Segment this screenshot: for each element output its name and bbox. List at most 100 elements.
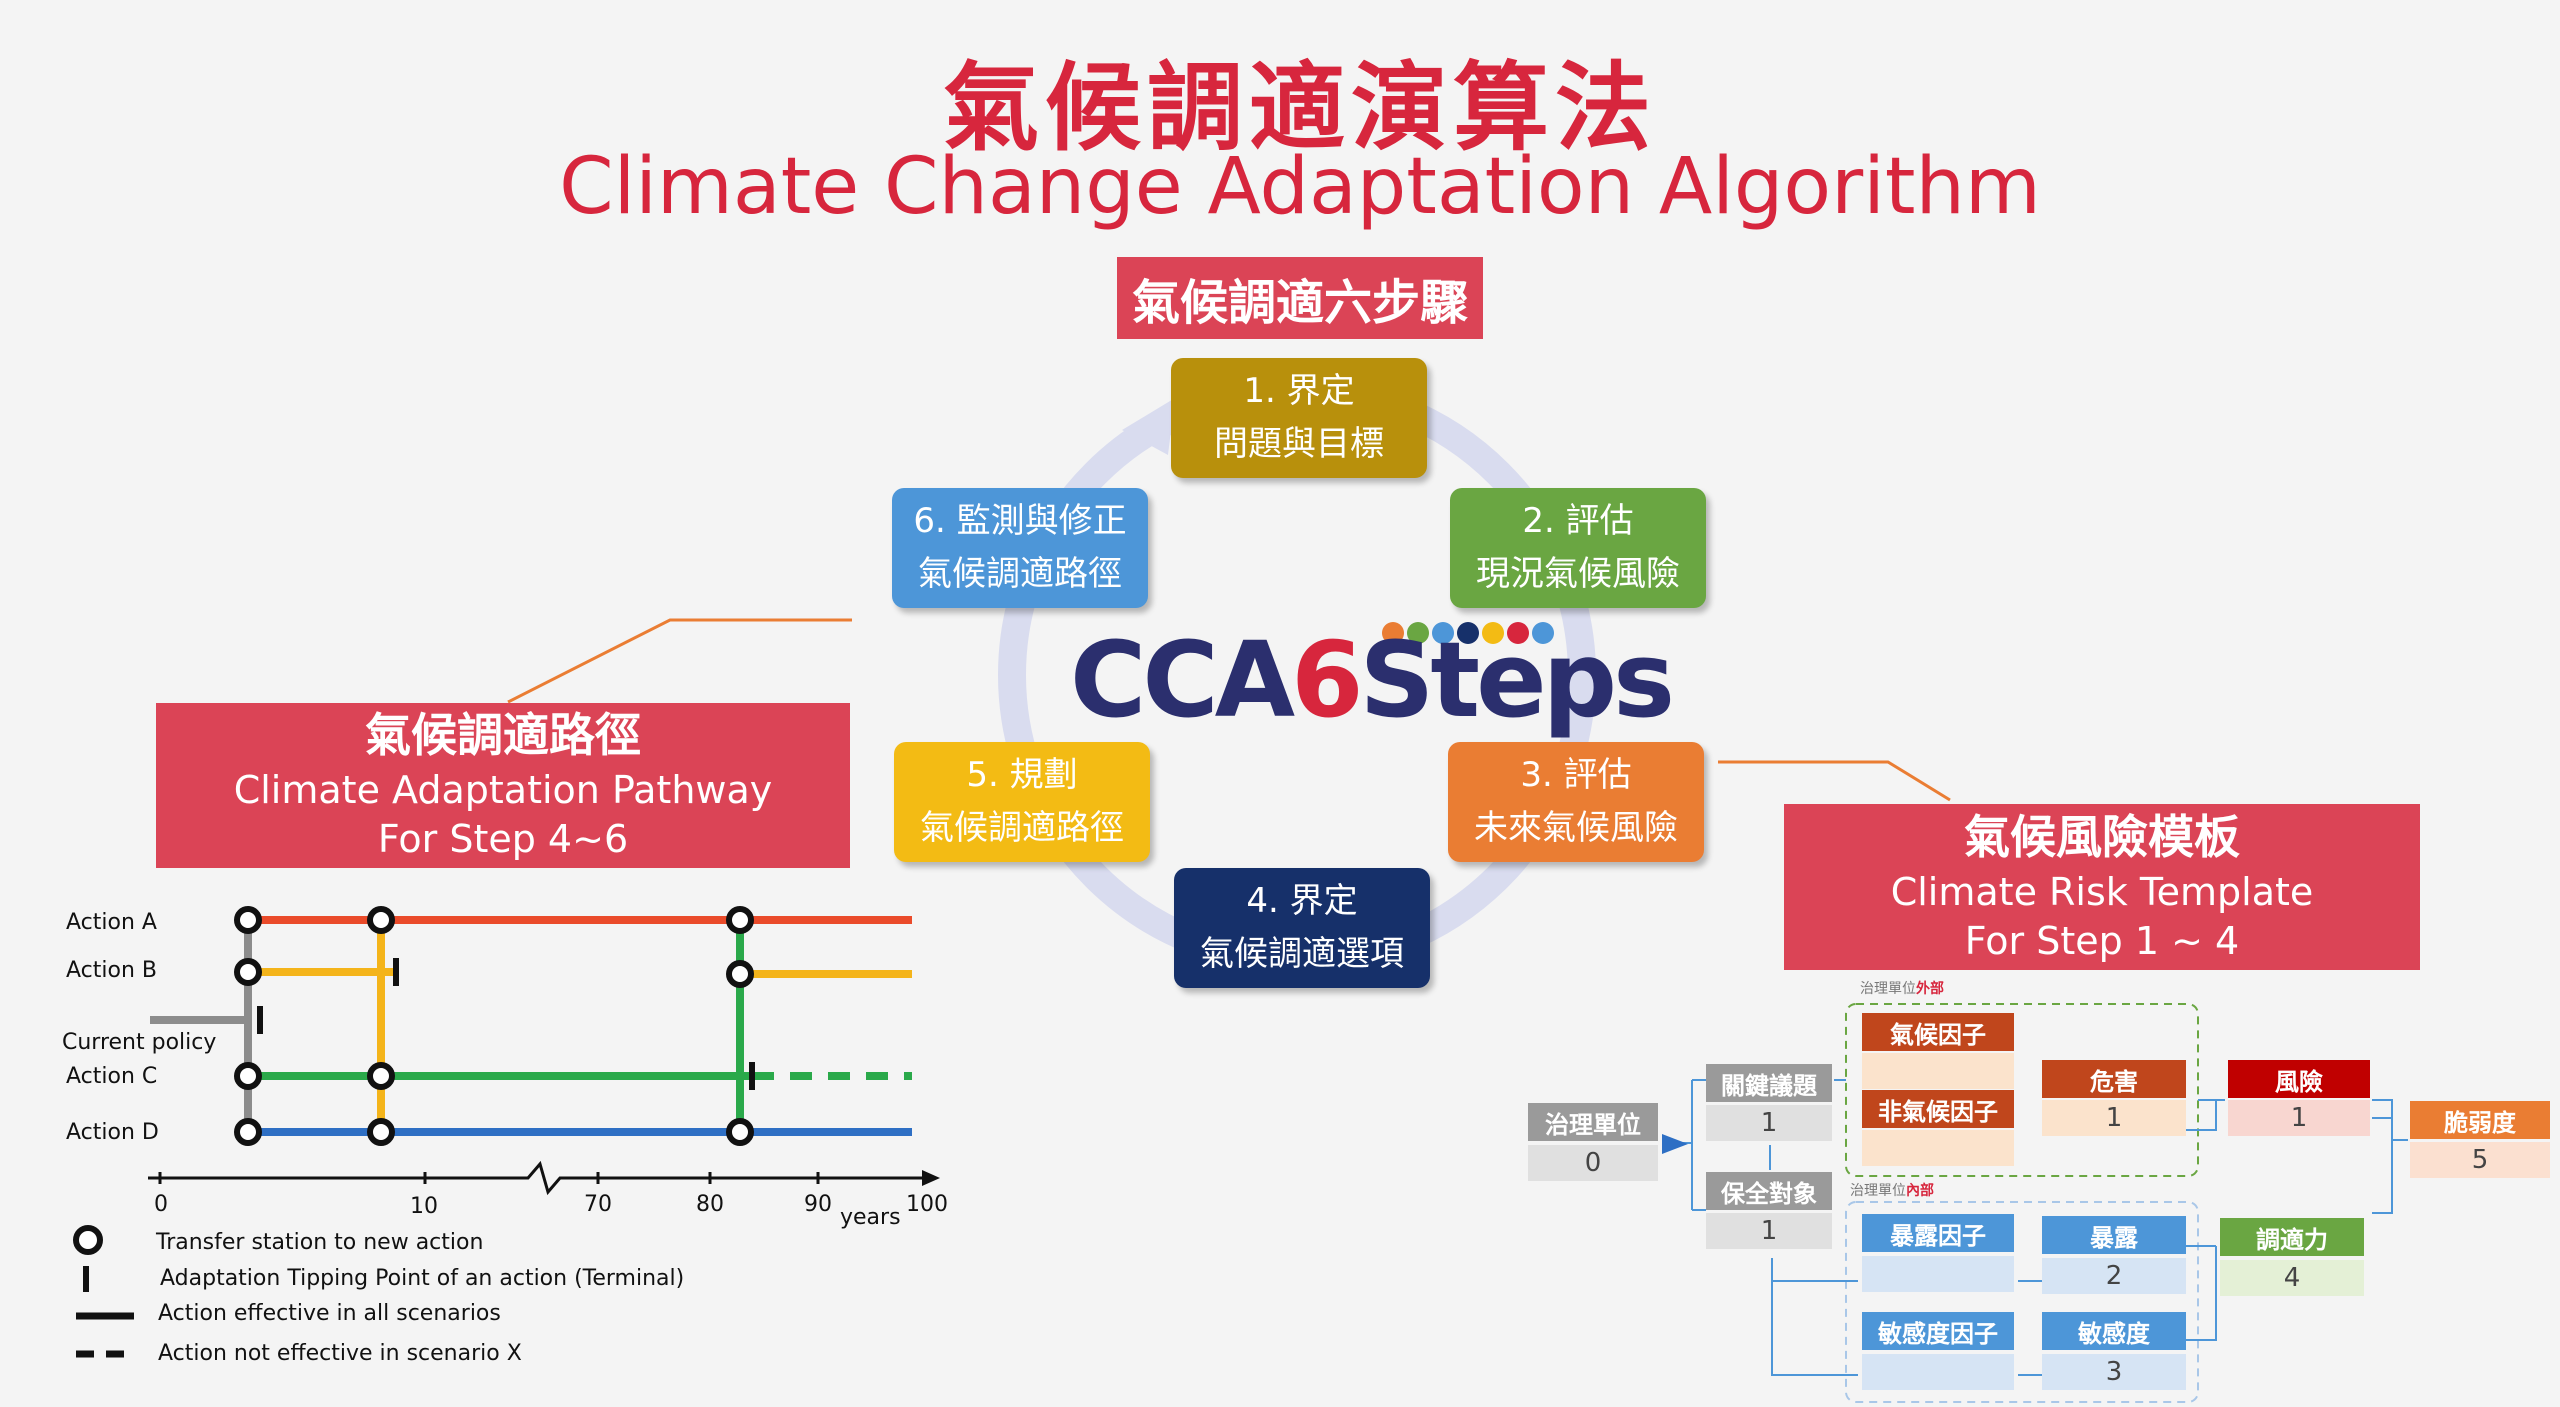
protect-value: 1	[1706, 1213, 1832, 1249]
climate-factor-value	[1862, 1053, 2014, 1089]
hazard-label: 危害	[2042, 1060, 2186, 1098]
step-3-text: 未來氣候風險	[1474, 808, 1678, 848]
risk-title-en: Climate Risk Template	[1890, 869, 2314, 914]
logo-dot	[1482, 622, 1504, 644]
step-2-text: 現況氣候風險	[1476, 554, 1680, 594]
step-1-text: 問題與目標	[1214, 424, 1384, 464]
step-4-text: 氣候調適選項	[1200, 934, 1404, 974]
hazard-value: 1	[2042, 1100, 2186, 1136]
sensitivity-value: 3	[2042, 1354, 2186, 1390]
climate-factor-label: 氣候因子	[1862, 1013, 2014, 1051]
nonclimate-factor-label: 非氣候因子	[1862, 1090, 2014, 1128]
sensitivity-factor-label: 敏感度因子	[1862, 1312, 2014, 1350]
current-policy-label: Current policy	[62, 1030, 217, 1055]
connector	[2372, 1117, 2393, 1214]
time-axis-arrow	[922, 1170, 940, 1186]
transfer-station	[726, 906, 754, 934]
step-6-box[interactable]: 6. 監測與修正 氣候調適路徑	[892, 488, 1148, 608]
risk-subtitle: For Step 1 ~ 4	[1964, 918, 2240, 963]
logo-steps: Steps	[1359, 619, 1675, 741]
protect-label: 保全對象	[1706, 1172, 1832, 1210]
transfer-station	[234, 1062, 262, 1090]
logo-dot	[1382, 622, 1404, 644]
action-c-label: Action C	[66, 1064, 158, 1089]
exposure-label: 暴露	[2042, 1216, 2186, 1254]
step-5-text: 氣候調適路徑	[920, 808, 1124, 848]
transfer-station	[367, 906, 395, 934]
action-d-label: Action D	[66, 1120, 159, 1145]
outer-factor-group	[1845, 1003, 2199, 1177]
legend-solid-text: Action effective in all scenarios	[158, 1301, 501, 1326]
legend-tipping-text: Adaptation Tipping Point of an action (T…	[160, 1266, 685, 1291]
step-3-box[interactable]: 3. 評估 未來氣候風險	[1448, 742, 1704, 862]
unit-value: 0	[1528, 1145, 1658, 1181]
step-2-box[interactable]: 2. 評估 現況氣候風險	[1450, 488, 1706, 608]
axis-tick-0: 0	[154, 1192, 168, 1217]
connector	[2186, 1100, 2217, 1131]
logo-dot	[1507, 622, 1529, 644]
risk-label: 風險	[2228, 1060, 2370, 1098]
action-a-label: Action A	[66, 910, 157, 935]
connector	[2186, 1246, 2217, 1341]
pathway-subtitle: For Step 4~6	[377, 817, 629, 862]
action-b-label: Action B	[66, 958, 157, 983]
transfer-station	[367, 1118, 395, 1146]
pathway-title-box: 氣候調適路徑 Climate Adaptation Pathway For St…	[156, 703, 850, 868]
arrow-right-icon	[1662, 1134, 1688, 1154]
step-6-num: 6. 監測與修正	[913, 501, 1127, 542]
page-title-en: Climate Change Adaptation Algorithm	[559, 142, 2041, 232]
transfer-station	[726, 1118, 754, 1146]
inner-group-label: 治理單位內部	[1850, 1180, 1934, 1200]
inner-factor-group	[1845, 1201, 2199, 1403]
transfer-station	[726, 960, 754, 988]
adaptive-value: 4	[2220, 1260, 2364, 1296]
connector	[2372, 1099, 2408, 1141]
step-3-num: 3. 評估	[1520, 755, 1632, 796]
logo-dot	[1532, 622, 1554, 644]
nonclimate-factor-value	[1862, 1130, 2014, 1166]
key-issue-label: 關鍵議題	[1706, 1064, 1832, 1102]
logo-six: 6	[1291, 619, 1363, 741]
axis-tick-10: 10	[410, 1194, 438, 1219]
outer-group-label: 治理單位外部	[1860, 978, 1944, 998]
step-5-num: 5. 規劃	[966, 755, 1078, 796]
logo-dot	[1407, 622, 1429, 644]
inner-label-prefix: 治理單位	[1850, 1183, 1906, 1199]
legend-dashed-text: Action not effective in scenario X	[158, 1341, 522, 1366]
step-6-text: 氣候調適路徑	[918, 554, 1122, 594]
axis-unit-label: years	[840, 1205, 901, 1230]
key-issue-value: 1	[1706, 1105, 1832, 1141]
outer-label-suffix: 外部	[1916, 981, 1944, 997]
step-4-box[interactable]: 4. 界定 氣候調適選項	[1174, 868, 1430, 988]
step-1-box[interactable]: 1. 界定 問題與目標	[1171, 358, 1427, 478]
logo-dots	[1382, 622, 1557, 648]
logo-dot	[1457, 622, 1479, 644]
sensitivity-label: 敏感度	[2042, 1312, 2186, 1350]
legend-transfer-icon	[73, 1225, 103, 1255]
axis-tick-80: 80	[696, 1192, 724, 1217]
risk-value: 1	[2228, 1100, 2370, 1136]
step-4-num: 4. 界定	[1246, 881, 1358, 922]
axis-tick-70: 70	[584, 1192, 612, 1217]
step-2-num: 2. 評估	[1522, 501, 1634, 542]
transfer-station	[234, 958, 262, 986]
risk-title-zh: 氣候風險模板	[1964, 809, 2240, 864]
vulnerability-value: 5	[2410, 1142, 2550, 1178]
exposure-value: 2	[2042, 1258, 2186, 1294]
adaptive-label: 調適力	[2220, 1218, 2364, 1256]
pathway-title-en: Climate Adaptation Pathway	[233, 768, 773, 812]
sensitivity-factor-value	[1862, 1354, 2014, 1390]
legend-transfer-text: Transfer station to new action	[156, 1230, 484, 1255]
logo-dot	[1432, 622, 1454, 644]
page-title-zh: 氣候調適演算法	[943, 52, 1657, 164]
step-5-box[interactable]: 5. 規劃 氣候調適路徑	[894, 742, 1150, 862]
axis-tick-90: 90	[804, 1192, 832, 1217]
exposure-factor-value	[1862, 1256, 2014, 1292]
six-steps-title: 氣候調適六步驟	[1117, 257, 1483, 339]
axis-tick-100: 100	[906, 1192, 948, 1217]
step-1-num: 1. 界定	[1243, 371, 1355, 412]
unit-label: 治理單位	[1528, 1103, 1658, 1141]
risk-title-box: 氣候風險模板 Climate Risk Template For Step 1 …	[1784, 804, 2420, 970]
